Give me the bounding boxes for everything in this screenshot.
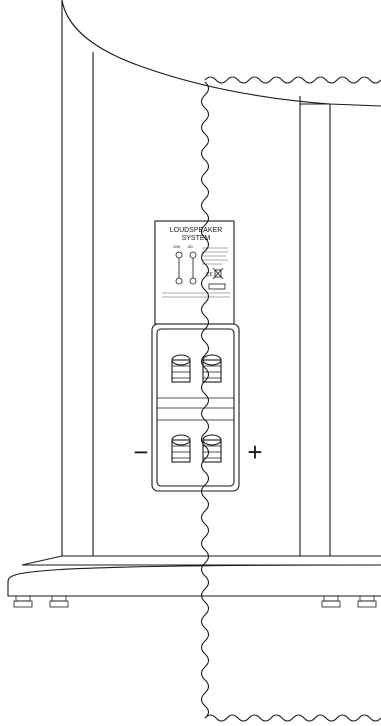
negative-terminal-symbol: −: [133, 437, 148, 467]
binding-post-bottom-left: [171, 434, 191, 463]
base-left-cap: [21, 555, 63, 566]
base-plinth: [7, 555, 381, 597]
label-title-line1: LOUDSPEAKER: [170, 227, 223, 234]
foot-right-1: [321, 595, 341, 608]
binding-post-top-right: [202, 354, 222, 383]
jack-icon: [189, 277, 197, 285]
jack-icon: [175, 251, 183, 259]
foot-left-2: [49, 595, 69, 608]
ce-mark-icon: C€: [206, 272, 213, 278]
binding-post-top-left: [171, 354, 191, 383]
serial-box: [208, 283, 226, 290]
crossed-bin-icon: [212, 267, 224, 280]
foot-right-2: [357, 595, 377, 608]
wavy-cut-line-top: [204, 76, 381, 84]
label-input-2: 8Ω: [188, 245, 193, 249]
label-title-line2: SYSTEM: [182, 235, 211, 242]
label-input-1: 20W: [173, 245, 181, 249]
label-panel: LOUDSPEAKER SYSTEM 20W 8Ω C€: [154, 220, 235, 325]
jack-icon: [189, 251, 197, 259]
terminal-plate: [151, 323, 240, 492]
binding-post-bottom-right: [202, 434, 222, 463]
foot-left-1: [13, 595, 33, 608]
positive-terminal-symbol: +: [247, 437, 262, 467]
cabinet-top-curve: [61, 0, 381, 107]
wavy-cut-line-bottom: [204, 714, 381, 722]
wavy-cut-line-vertical: [200, 81, 210, 719]
jack-icon: [175, 277, 183, 285]
